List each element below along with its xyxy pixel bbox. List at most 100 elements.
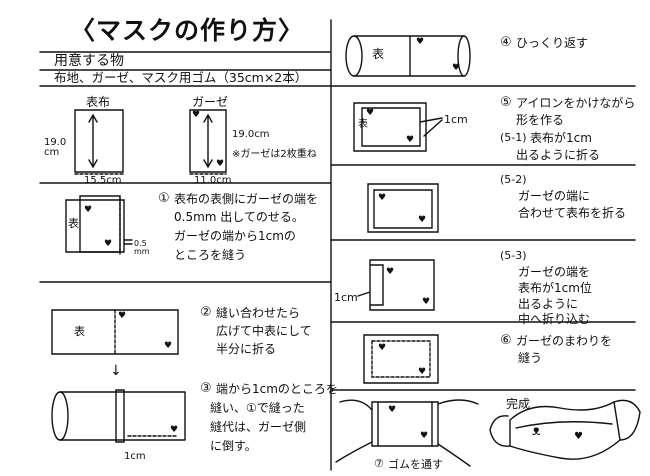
step2-heart-icon-2: ♥: [164, 341, 173, 351]
step2-line-2: 広げて中表にして: [216, 324, 312, 338]
step1-panel-label: 表: [68, 217, 79, 230]
step1-marker: ①: [158, 191, 170, 206]
step3-line-3: 縫代は、ガーゼ側: [210, 420, 307, 434]
gauze-height-label: 19.0cm: [232, 129, 270, 140]
step3-marker: ③: [200, 381, 212, 396]
step3-dim-label: 1cm: [124, 451, 146, 462]
arrow-down-icon: ↓: [110, 363, 122, 379]
step5-dim-label: 1cm: [444, 113, 468, 126]
step3-line-1: 端から1cmのところを: [216, 382, 338, 396]
step5-1-line-2: 出るように折る: [516, 148, 601, 162]
step2-panel-label: 表: [74, 325, 85, 338]
step5-2-back: [368, 184, 438, 232]
step5-2-heart-icon: ♥: [378, 193, 387, 203]
step7-panel: [372, 402, 438, 446]
step7-heart-icon-2: ♥: [420, 431, 429, 441]
step1-line-4: ところを縫う: [174, 248, 247, 262]
step5-3-heart-icon-2: ♥: [422, 297, 431, 307]
step5-3-fold: [370, 265, 383, 305]
step6-heart-icon-2: ♥: [418, 367, 427, 377]
materials-list: 布地、ガーゼ、マスク用ゴム（35cm×2本）: [54, 70, 308, 85]
step5-3-heart-icon: ♥: [386, 267, 395, 277]
step5-1-marker: (5-1): [500, 131, 527, 144]
step5-2-heart-icon-2: ♥: [418, 215, 427, 225]
step1-heart-icon: ♥: [84, 205, 93, 215]
step4-panel-label: 表: [372, 47, 385, 61]
step7-marker: ⑦: [374, 457, 384, 470]
step5-2-marker: (5-2): [500, 173, 527, 186]
step6-panel: [364, 335, 438, 383]
step4-marker: ④: [500, 35, 512, 50]
step5-pointer: [420, 118, 442, 136]
step1-line-1: 表布の表側にガーゼの端を: [174, 192, 319, 206]
fabric-height-label: 19.0 cm: [44, 137, 67, 158]
step6-line-2: 縫う: [518, 351, 543, 365]
step5-3-pointer: [358, 292, 370, 296]
step5-3-line-1: ガーゼの端を: [518, 265, 591, 279]
step4-heart-icon-2: ♥: [452, 63, 461, 73]
complete-label: 完成: [506, 397, 531, 411]
gauze-diagram: [190, 110, 226, 172]
step1-dim-label: 0.5 mm: [134, 239, 150, 256]
step3-heart-icon: ♥: [170, 425, 179, 435]
page-title: 〈マスクの作り方〉: [70, 16, 305, 45]
gauze-width-label: 11.0cm: [194, 175, 232, 186]
step4-heart-icon: ♥: [416, 37, 425, 47]
step3-line-4: に倒す。: [210, 439, 257, 453]
gauze-label: ガーゼ: [192, 95, 229, 109]
step6-marker: ⑥: [500, 333, 512, 348]
step1-line-3: ガーゼの端から1cmの: [174, 229, 296, 243]
step5-3-line-3: 出るように: [518, 297, 579, 311]
step5-3-line-4: 中へ折り込む: [518, 312, 591, 326]
step6-heart-icon: ♥: [378, 343, 387, 353]
step7-heart-icon: ♥: [388, 405, 397, 415]
step4-tube: [354, 36, 464, 76]
step5-line-1: アイロンをかけながら: [516, 96, 636, 110]
step4-tube-left: [346, 36, 362, 76]
step5-panel-label: 表: [358, 119, 368, 130]
step5-heart-icon-2: ♥: [406, 135, 415, 145]
step5-front: [362, 108, 420, 146]
mask-pleat: [516, 422, 612, 428]
fabric-label: 表布: [86, 95, 111, 109]
step1-line-2: 0.5mm 出してのせる。: [174, 210, 304, 224]
step3-band: [116, 390, 124, 442]
step5-line-2: 形を作る: [516, 113, 565, 127]
step5-back: [354, 103, 426, 151]
fabric-diagram: [75, 110, 123, 172]
step2-line-1: 縫い合わせたら: [216, 306, 301, 320]
step5-marker: ⑤: [500, 95, 512, 110]
step6-line-1: ガーゼのまわりを: [516, 334, 613, 348]
step2-marker: ②: [200, 305, 212, 320]
step1-heart-icon-2: ♥: [104, 239, 113, 249]
step4-text: ひっくり返す: [516, 36, 589, 50]
step5-heart-icon: ♥: [366, 108, 375, 118]
step5-2-line-2: 合わせて表布を折る: [518, 206, 627, 220]
step6-stitch: [372, 341, 430, 377]
mask-heart-icon: ♥: [574, 431, 583, 442]
gauze-height-arrow: [204, 115, 212, 167]
fabric-height-arrow: [89, 115, 97, 167]
mask-rabbit-icon: ᴥ: [532, 423, 541, 439]
step5-3-line-2: 表布が1cm位: [518, 281, 592, 295]
step3-tube-end: [52, 392, 68, 440]
step5-3-marker: (5-3): [500, 249, 527, 262]
step3-line-2: 縫い、①で縫った: [210, 401, 305, 415]
step1-dim: [124, 240, 132, 244]
step2-heart-icon: ♥: [118, 311, 127, 321]
step5-2-front: [374, 190, 432, 228]
gauze-heart-icon: ♥: [192, 110, 201, 120]
step3-tube: [60, 392, 185, 440]
gauze-heart-icon-2: ♥: [216, 159, 225, 169]
step4-tube-right: [458, 36, 470, 76]
step5-2-line-1: ガーゼの端に: [518, 189, 591, 203]
step5-1-line-1: 表布が1cm: [530, 131, 592, 145]
step7-text: ゴムを通す: [388, 458, 443, 471]
step7-elastic: [336, 400, 478, 466]
materials-heading: 用意する物: [54, 53, 124, 69]
step2-line-3: 半分に折る: [216, 342, 277, 356]
gauze-note: ※ガーゼは2枚重ね: [232, 149, 317, 160]
step5-3-dim-label: 1cm: [334, 291, 358, 304]
fabric-width-label: 15.5cm: [84, 175, 122, 186]
